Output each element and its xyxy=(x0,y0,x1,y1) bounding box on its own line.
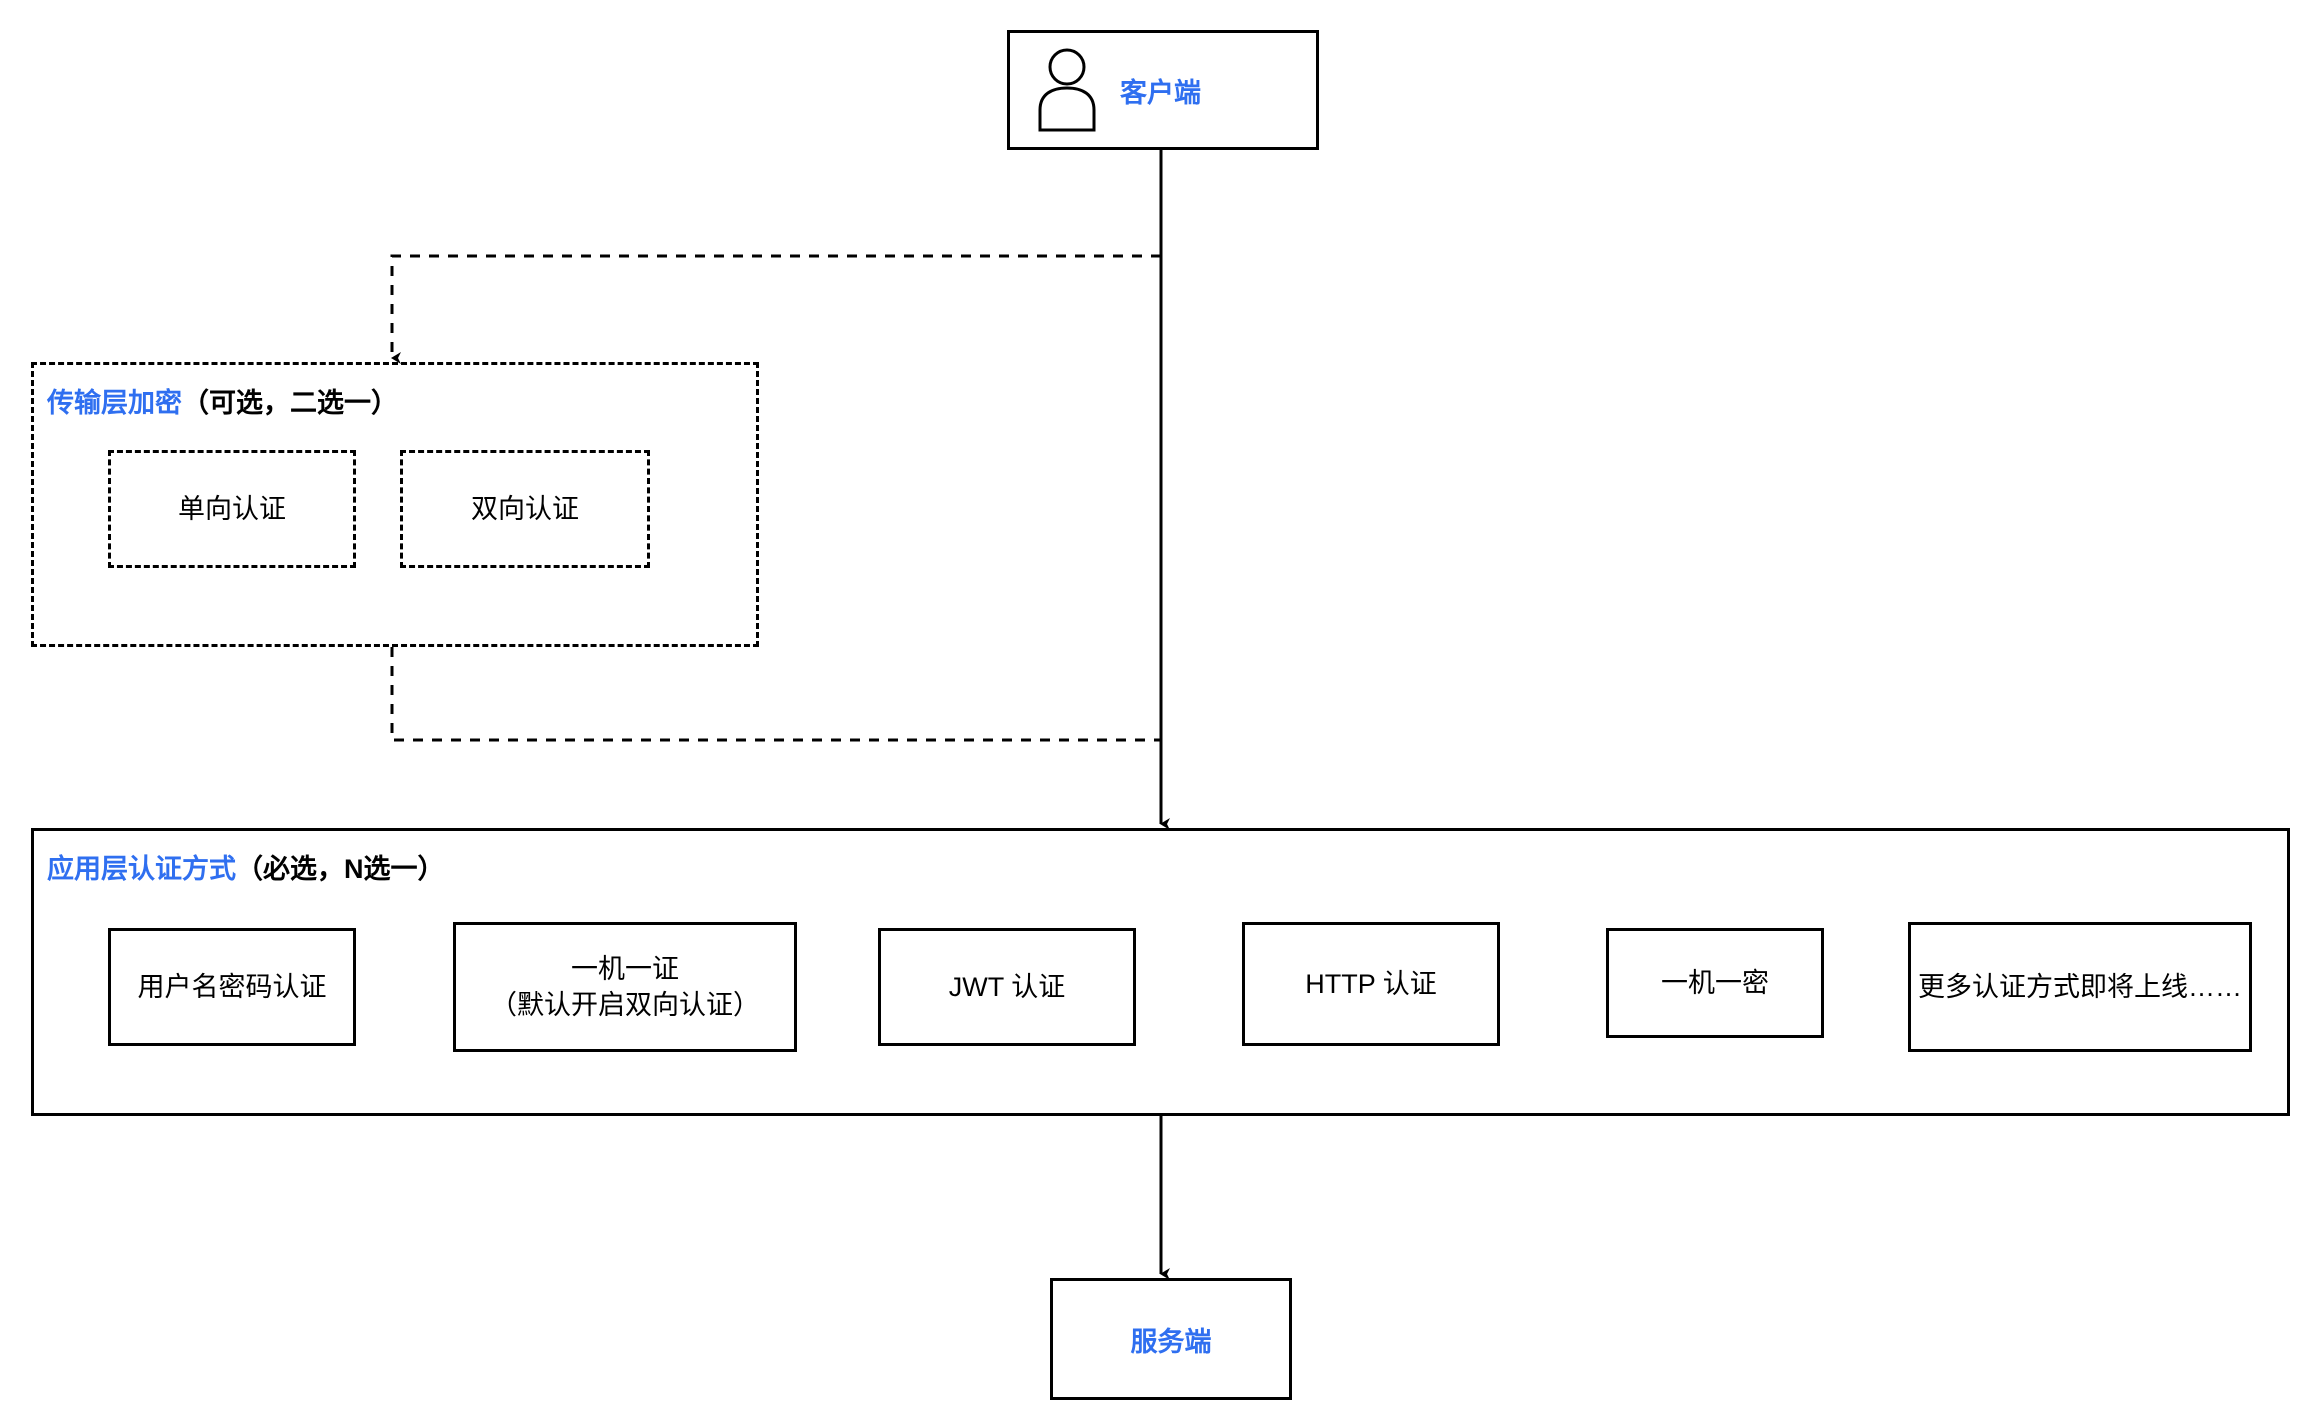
edge-client-to-transport-layer xyxy=(390,254,1161,364)
server-label: 服务端 xyxy=(1130,1326,1212,1357)
application-layer-title-rest: （必选，N选一） xyxy=(236,854,445,884)
auth-option-more-coming-soon[interactable]: 更多认证方式即将上线…… xyxy=(1908,922,2252,1052)
transport-layer-group xyxy=(31,362,759,647)
application-layer-title: 应用层认证方式（必选，N选一） xyxy=(47,847,445,886)
transport-option-one-way-auth[interactable]: 单向认证 xyxy=(108,450,356,568)
server-node[interactable]: 服务端 xyxy=(1050,1278,1292,1400)
transport-layer-title-rest: （可选，二选一） xyxy=(182,388,398,418)
application-layer-group xyxy=(31,828,2290,1116)
auth-option-http[interactable]: HTTP 认证 xyxy=(1242,922,1500,1046)
auth-option-label: 一机一密 xyxy=(1661,967,1769,998)
auth-option-one-device-one-cert[interactable]: 一机一证 （默认开启双向认证） xyxy=(453,922,797,1052)
client-label: 客户端 xyxy=(1120,77,1201,108)
client-node[interactable]: 客户端 xyxy=(1007,30,1319,150)
auth-option-jwt[interactable]: JWT 认证 xyxy=(878,928,1136,1046)
user-actor-icon xyxy=(1038,48,1096,132)
transport-layer-title-accent: 传输层加密 xyxy=(47,388,182,418)
auth-option-label: JWT 认证 xyxy=(948,971,1066,1002)
auth-option-label: 用户名密码认证 xyxy=(137,971,327,1002)
transport-option-two-way-auth[interactable]: 双向认证 xyxy=(400,450,650,568)
auth-option-label: HTTP 认证 xyxy=(1305,968,1437,999)
auth-option-username-password[interactable]: 用户名密码认证 xyxy=(108,928,356,1046)
transport-option-label: 单向认证 xyxy=(178,493,286,524)
auth-option-one-device-one-secret[interactable]: 一机一密 xyxy=(1606,928,1824,1038)
transport-layer-title: 传输层加密（可选，二选一） xyxy=(47,381,398,420)
auth-option-label: 更多认证方式即将上线…… xyxy=(1918,971,2242,1002)
edge-transport-layer-to-main xyxy=(390,647,1161,742)
auth-option-label: 一机一证 （默认开启双向认证） xyxy=(490,953,760,1020)
transport-option-label: 双向认证 xyxy=(471,493,579,524)
application-layer-title-accent: 应用层认证方式 xyxy=(47,854,236,884)
